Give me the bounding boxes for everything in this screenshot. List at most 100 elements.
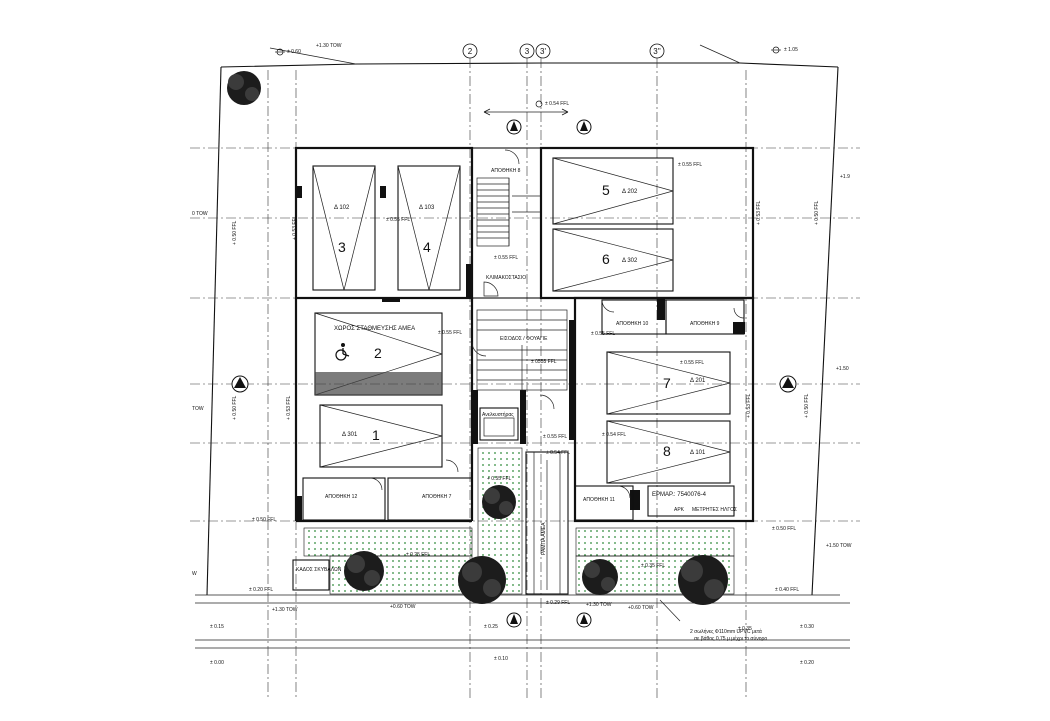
- svg-text:± 0.55 FFL: ± 0.55 FFL: [680, 360, 704, 366]
- level-marker-top-left: ± 0.60 +1.30 TOW: [275, 43, 342, 56]
- pipes-note: 2 σωλήνες Φ110mm UPVC μετά σε βάθος 0,75…: [659, 599, 767, 642]
- svg-text:± 0.50 FFL: ± 0.50 FFL: [772, 526, 796, 532]
- svg-text:Δ 101: Δ 101: [690, 450, 706, 456]
- grid-bubble-2: 2: [462, 43, 478, 59]
- section-marker-icon: [231, 375, 249, 393]
- entrance-stairs: ΕΙΣΟΔΟΣ / ΦΟΥΑΓΙΕ: [476, 309, 568, 391]
- svg-text:± 0.20: ± 0.20: [800, 660, 814, 666]
- parking-bay-5: 5 Δ 202: [552, 157, 674, 225]
- svg-text:3': 3': [540, 47, 546, 56]
- level-marker-top-right: ± 1.05: [771, 46, 798, 54]
- grid-bubble-3-prime: 3': [535, 43, 551, 59]
- svg-text:Δ 302: Δ 302: [622, 258, 638, 264]
- svg-text:3: 3: [525, 47, 530, 56]
- svg-text:8: 8: [663, 443, 671, 459]
- svg-text:± 0.29 FFL: ± 0.29 FFL: [546, 600, 570, 606]
- svg-text:ΚΛΙΜΑΚΟΣΤΑΣΙΟ: ΚΛΙΜΑΚΟΣΤΑΣΙΟ: [486, 275, 526, 281]
- level-right-lower-tow: +1.50 TOW: [826, 543, 852, 549]
- svg-text:ΑΠΟΘΗΚΗ 7: ΑΠΟΘΗΚΗ 7: [422, 494, 452, 500]
- level-annotations: ± 0.55 FFL ± 0.55 FFL ± 0.55 FFL ± 0.55 …: [210, 162, 814, 666]
- svg-text:± 0.20 FFL: ± 0.20 FFL: [249, 587, 273, 593]
- svg-text:+ 0.50 FFL: + 0.50 FFL: [804, 393, 810, 418]
- svg-text:± 0.25 FFL: ± 0.25 FFL: [406, 552, 430, 558]
- door-swings: [369, 149, 745, 499]
- svg-text:± 0.60: ± 0.60: [287, 49, 301, 55]
- svg-text:± 0.54 FFL: ± 0.54 FFL: [602, 432, 626, 438]
- svg-text:± 0.55 FFL: ± 0.55 FFL: [678, 162, 702, 168]
- svg-text:ΑΠΟΘΗΚΗ 8: ΑΠΟΘΗΚΗ 8: [491, 168, 521, 174]
- parking-bay-8: 8 Δ 101: [606, 420, 731, 484]
- accessible-ramp: ΡΑΜΠΑ ΑΜΕΑ: [525, 451, 569, 595]
- tree-icon: [458, 556, 506, 604]
- svg-text:+ 0.50 FFL: + 0.50 FFL: [232, 395, 238, 420]
- grid-bubble-3: 3: [519, 43, 535, 59]
- tree-icon: [482, 485, 516, 519]
- svg-text:± 0.55 FFL: ± 0.55 FFL: [543, 434, 567, 440]
- svg-text:Δ 201: Δ 201: [690, 378, 706, 384]
- section-marker-icon: [576, 612, 592, 628]
- section-marker-icon: [779, 375, 797, 393]
- svg-text:3'': 3'': [653, 47, 661, 56]
- parking-bay-2-accessible: ΧΩΡΟΣ ΣΤΑΘΜΕΥΣΗΣ ΑΜΕΑ 2: [314, 312, 443, 396]
- section-marker-icon: [576, 119, 592, 135]
- svg-text:σε βάθος 0,75 μ μέχρι το σύνορ: σε βάθος 0,75 μ μέχρι το σύνορο: [694, 635, 767, 642]
- svg-text:± 0.30: ± 0.30: [800, 624, 814, 630]
- svg-text:± 0.54 FFL: ± 0.54 FFL: [545, 101, 569, 107]
- svg-text:± 0.55 FFL: ± 0.55 FFL: [591, 331, 615, 337]
- level-marker-054-top: ± 0.54 FFL: [535, 100, 569, 108]
- svg-text:Δ 202: Δ 202: [622, 189, 638, 195]
- tree-icon: [344, 551, 384, 591]
- svg-text:ΑΠΟΘΗΚΗ 12: ΑΠΟΘΗΚΗ 12: [325, 494, 357, 500]
- svg-text:Δ 301: Δ 301: [342, 432, 358, 438]
- svg-text:+ 0.53 FFL: + 0.53 FFL: [292, 215, 298, 240]
- svg-text:+1.30 TOW: +1.30 TOW: [272, 607, 298, 613]
- svg-text:+0.60 TOW: +0.60 TOW: [390, 604, 416, 610]
- svg-text:ΧΩΡΟΣ ΣΤΑΘΜΕΥΣΗΣ ΑΜΕΑ: ΧΩΡΟΣ ΣΤΑΘΜΕΥΣΗΣ ΑΜΕΑ: [334, 326, 415, 332]
- storage-room-7: ΑΠΟΘΗΚΗ 7: [387, 477, 473, 521]
- wheelchair-icon: [335, 343, 350, 361]
- svg-text:ΑΠΟΘΗΚΗ 11: ΑΠΟΘΗΚΗ 11: [583, 497, 615, 503]
- section-marker-icon: [506, 612, 522, 628]
- svg-text:+ 0.50 FFL: + 0.50 FFL: [814, 200, 820, 225]
- svg-text:+0.60 TOW: +0.60 TOW: [628, 605, 654, 611]
- parking-bay-1: Δ 301 1: [319, 404, 443, 468]
- storage-room-9: ΑΠΟΘΗΚΗ 9: [665, 299, 745, 335]
- svg-text:2: 2: [468, 47, 473, 56]
- svg-text:± 0.25: ± 0.25: [484, 624, 498, 630]
- svg-text:ΕΡΜΑΡ.: 7540076-4: ΕΡΜΑΡ.: 7540076-4: [652, 492, 707, 498]
- svg-text:± 0.55 FFL: ± 0.55 FFL: [494, 255, 518, 261]
- parking-bay-7: 7 Δ 201: [606, 351, 731, 415]
- svg-text:± 0.55 FFL: ± 0.55 FFL: [438, 330, 462, 336]
- svg-text:4: 4: [423, 239, 431, 255]
- svg-text:± 1.05: ± 1.05: [784, 47, 798, 53]
- svg-text:± 0.54 FFL: ± 0.54 FFL: [546, 450, 570, 456]
- svg-text:+1.30 TOW: +1.30 TOW: [586, 602, 612, 608]
- dimension-arrow: [483, 108, 569, 116]
- tree-icon: [227, 71, 261, 105]
- svg-text:± 0.10: ± 0.10: [494, 656, 508, 662]
- svg-text:ΕΙΣΟΔΟΣ / ΦΟΥΑΓΙΕ: ΕΙΣΟΔΟΣ / ΦΟΥΑΓΙΕ: [500, 336, 548, 342]
- svg-text:+ 0.55 FFL: + 0.55 FFL: [487, 476, 512, 482]
- meter-cabinet: ΕΡΜΑΡ.: 7540076-4 ΑΡΚ ΜΕΤΡΗΤΕΣ ΗΛΓΟΣ: [647, 485, 737, 517]
- parking-bay-4: Δ 103 4: [397, 165, 461, 291]
- tree-icon: [582, 559, 618, 595]
- svg-text:3: 3: [338, 239, 346, 255]
- svg-text:± 0.35 FFL: ± 0.35 FFL: [641, 563, 665, 569]
- storage-room-12: ΑΠΟΘΗΚΗ 12: [302, 477, 386, 521]
- svg-text:+ 0.53 FFL: + 0.53 FFL: [286, 395, 292, 420]
- svg-text:ΑΠΟΘΗΚΗ 9: ΑΠΟΘΗΚΗ 9: [690, 321, 720, 327]
- storage-room-11: ΑΠΟΘΗΚΗ 11: [574, 485, 634, 521]
- stairwell: ΑΠΟΘΗΚΗ 8 ΚΛΙΜΑΚΟΣΤΑΣΙΟ: [476, 168, 540, 281]
- svg-text:Ανελκυστήρας: Ανελκυστήρας: [482, 411, 514, 418]
- svg-text:2 σωλήνες Φ110mm UPVC μετά: 2 σωλήνες Φ110mm UPVC μετά: [690, 628, 762, 635]
- plot-boundary: [195, 44, 850, 649]
- svg-text:Δ 102: Δ 102: [334, 205, 350, 211]
- svg-text:± 0.55 FFL: ± 0.55 FFL: [386, 217, 410, 223]
- svg-text:± 0555 FFL: ± 0555 FFL: [531, 359, 557, 365]
- svg-text:2: 2: [374, 345, 382, 361]
- vertical-level-labels: + 0.50 FFL + 0.53 FFL + 0.50 FFL + 0.53 …: [232, 200, 820, 420]
- tree-icon: [678, 555, 728, 605]
- svg-text:+ 0.53 FFL: + 0.53 FFL: [746, 393, 752, 418]
- svg-text:± 0.40 FFL: ± 0.40 FFL: [775, 587, 799, 593]
- svg-text:1: 1: [372, 427, 380, 443]
